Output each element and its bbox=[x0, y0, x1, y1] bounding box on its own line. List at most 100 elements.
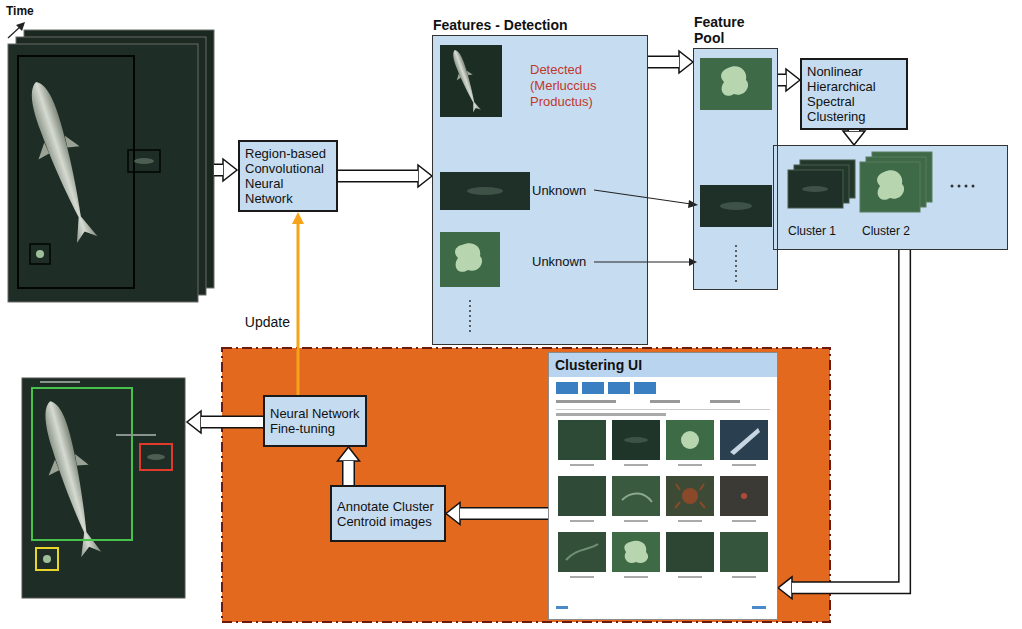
arrow-head bbox=[292, 212, 304, 224]
clustering-ui-screenshot-part bbox=[682, 488, 698, 504]
clustering-ui-screenshot-part bbox=[612, 532, 660, 572]
clustering-ui-screenshot-part bbox=[624, 464, 648, 466]
arrow-body bbox=[338, 171, 418, 181]
cluster-stacks-part bbox=[965, 185, 968, 188]
unknown-label: Unknown bbox=[532, 254, 586, 270]
clustering-ui-screenshot-part bbox=[675, 484, 705, 508]
process-box: Nonlinear Hierarchical Spectral Clusteri… bbox=[800, 58, 908, 130]
arrow-head bbox=[843, 131, 865, 145]
clustering-ui-screenshot bbox=[548, 352, 778, 620]
clustering-ui-screenshot-part bbox=[666, 420, 714, 460]
clustering-ui-screenshot-part bbox=[720, 532, 768, 572]
clustering-ui-screenshot-part bbox=[570, 520, 594, 522]
detection-thumbnails-part bbox=[455, 243, 482, 272]
detection-thumbnails-part bbox=[447, 47, 485, 114]
video-frames-part bbox=[36, 250, 44, 258]
clustering-ui-screenshot-part bbox=[624, 576, 648, 578]
arrow-body bbox=[344, 461, 354, 485]
video-frames-part bbox=[128, 150, 160, 172]
detection-thumbnails-part bbox=[440, 45, 502, 117]
clustering-ui-screenshot-part bbox=[608, 382, 630, 394]
output-frame-part bbox=[147, 454, 165, 460]
clustering-ui-screenshot-part bbox=[548, 352, 778, 620]
flow-arrow bbox=[648, 51, 693, 73]
clustering-ui-screenshot-part bbox=[678, 464, 702, 466]
clustering-ui-screenshot-part bbox=[612, 420, 660, 460]
arrow-outline bbox=[342, 461, 355, 485]
clustering-ui-screenshot-part bbox=[666, 532, 714, 572]
output-frame-part bbox=[43, 555, 51, 563]
edge-label: Update bbox=[245, 314, 290, 330]
flow-arrow bbox=[843, 130, 865, 145]
cluster-stacks-part bbox=[860, 162, 920, 212]
clustering-ui-screenshot-part bbox=[556, 400, 616, 403]
clustering-ui-screenshot-part bbox=[556, 409, 770, 410]
node-text: Neural Network Fine-tuning bbox=[270, 406, 360, 436]
output-frame-part bbox=[30, 396, 111, 560]
flow-arrow bbox=[778, 69, 800, 91]
clustering-ui-screenshot-part bbox=[732, 576, 756, 578]
arrow-head bbox=[418, 165, 432, 187]
output-frame-part bbox=[36, 548, 58, 570]
clustering-ui-screenshot-part bbox=[732, 464, 756, 466]
clustering-ui-screenshot-part bbox=[582, 382, 604, 394]
arrow-body bbox=[849, 130, 859, 131]
video-frames-part bbox=[15, 75, 107, 246]
clustering-ui-screenshot-part bbox=[634, 382, 656, 394]
clustering-ui-screenshot-part bbox=[624, 541, 648, 563]
unknown-label: Unknown bbox=[532, 183, 586, 199]
process-box: Region-based Convolutional Neural Networ… bbox=[238, 140, 338, 212]
clustering-ui-screenshot-part bbox=[558, 476, 606, 516]
output-frame-part bbox=[116, 434, 156, 436]
node-text: Clustering UI bbox=[549, 353, 777, 377]
cluster-stacks-part bbox=[877, 170, 904, 199]
pool-thumbnails-part bbox=[720, 202, 752, 210]
panel-heading: Features - Detection bbox=[433, 17, 647, 33]
output-frame bbox=[22, 378, 185, 598]
clustering-ui-screenshot-part bbox=[720, 420, 768, 460]
pool-thumbnails-part bbox=[700, 185, 772, 227]
clustering-ui-screenshot-part bbox=[678, 520, 702, 522]
clustering-ui-screenshot-part bbox=[556, 606, 568, 609]
clustering-ui-screenshot-part bbox=[720, 476, 768, 516]
flow-arrow bbox=[338, 165, 432, 187]
video-frames-part bbox=[18, 56, 134, 288]
pool-thumbnails-part bbox=[735, 245, 737, 282]
feature-pool-panel: Feature Pool bbox=[693, 48, 778, 290]
clustering-ui-screenshot-part bbox=[681, 431, 699, 449]
panel-fills bbox=[432, 35, 1008, 345]
output-arrow-part bbox=[187, 411, 201, 433]
clustering-ui-screenshot-part bbox=[566, 544, 598, 560]
detected-species: Detected (Merluccius Productus) bbox=[530, 62, 630, 110]
clustering-ui-screenshot-part bbox=[556, 413, 666, 416]
clustering-ui-screenshot-part bbox=[650, 400, 680, 403]
cluster-stacks-part bbox=[802, 186, 828, 192]
arrow-outline bbox=[460, 507, 548, 520]
detection-thumbnails-part bbox=[469, 300, 471, 335]
arrow-body bbox=[648, 57, 679, 67]
feedback-region bbox=[222, 348, 830, 622]
update-arrow bbox=[292, 212, 304, 395]
input-arrow-part bbox=[223, 159, 237, 181]
panel-fills-part bbox=[773, 145, 1008, 250]
detection-thumbnails bbox=[440, 45, 530, 335]
unknown-pointer-part bbox=[594, 190, 691, 204]
video-frames-part bbox=[30, 244, 50, 264]
pool-thumbnails-part bbox=[700, 58, 772, 110]
arrow-body bbox=[778, 75, 786, 85]
video-frames-part bbox=[8, 44, 198, 302]
clustering-ui-screenshot-part bbox=[732, 520, 756, 522]
output-frame-part bbox=[40, 381, 80, 383]
detection-thumbnails-part bbox=[440, 232, 500, 287]
output-frame-part bbox=[32, 388, 132, 540]
input-arrow bbox=[214, 159, 237, 181]
cluster-stacks-part bbox=[951, 185, 954, 188]
cluster-stacks bbox=[788, 152, 975, 212]
detection-thumbnails-part bbox=[467, 187, 503, 195]
panel-fills-part bbox=[693, 48, 778, 290]
clustering-ui-screenshot-part bbox=[556, 382, 578, 394]
flow-arrow bbox=[446, 503, 548, 525]
clustering-ui-screenshot-part bbox=[752, 606, 766, 609]
output-frame-part bbox=[140, 444, 172, 470]
